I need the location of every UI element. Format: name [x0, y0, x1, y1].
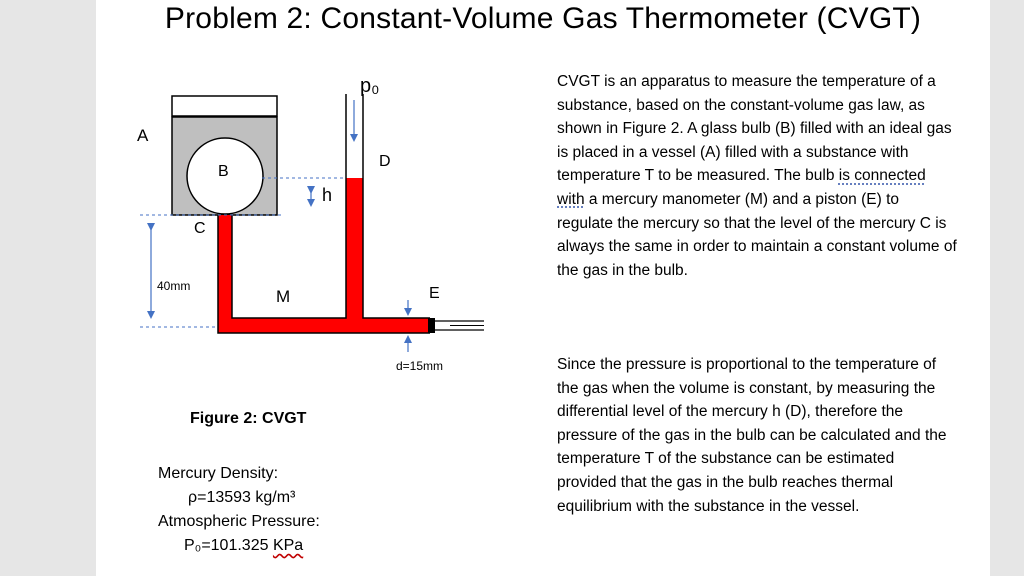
page-title: Problem 2: Constant-Volume Gas Thermomet…: [164, 2, 922, 35]
label-a: A: [137, 126, 149, 145]
page-margin-right: [990, 0, 1024, 576]
mercury-left-leg: [218, 215, 232, 333]
label-c: C: [194, 220, 206, 237]
density-label: Mercury Density:: [158, 465, 279, 482]
label-b: B: [218, 163, 229, 180]
p1-part-a: CVGT is an apparatus to measure the temp…: [557, 73, 952, 185]
bulb-b: [186, 137, 264, 215]
vessel-lid: [171, 95, 278, 117]
pressure-value-number: P₀=101.325: [184, 537, 273, 554]
piston-e: [428, 318, 435, 333]
page-margin-left: [0, 0, 96, 576]
description-paragraph-1: CVGT is an apparatus to measure the temp…: [557, 70, 957, 282]
cvgt-diagram: p₀ A B C D h M E 40mm d=15mm: [137, 75, 484, 373]
label-p0: p₀: [360, 75, 379, 97]
label-h: h: [322, 185, 332, 205]
density-value: ρ=13593 kg/m³: [188, 489, 296, 506]
p1-grammar-flag: is connected with: [557, 167, 926, 208]
material-properties: Mercury Density: ρ=13593 kg/m³ Atmospher…: [158, 462, 320, 558]
pressure-label: Atmospheric Pressure:: [158, 513, 320, 530]
label-e: E: [429, 285, 440, 302]
description-paragraph-2: Since the pressure is proportional to th…: [557, 356, 947, 515]
pressure-value: P₀=101.325 KPa: [158, 534, 320, 558]
label-m: M: [276, 287, 290, 306]
manometer-outline: [217, 94, 430, 334]
mercury-bottom: [218, 318, 430, 333]
pressure-unit: KPa: [272, 537, 304, 554]
mercury-right-column: [346, 178, 363, 320]
label-height: 40mm: [157, 279, 190, 293]
label-diameter: d=15mm: [396, 359, 443, 373]
p1-part-c: a mercury manometer (M) and a piston (E)…: [557, 190, 957, 279]
label-d: D: [379, 153, 391, 170]
figure-caption: Figure 2: CVGT: [190, 410, 307, 427]
